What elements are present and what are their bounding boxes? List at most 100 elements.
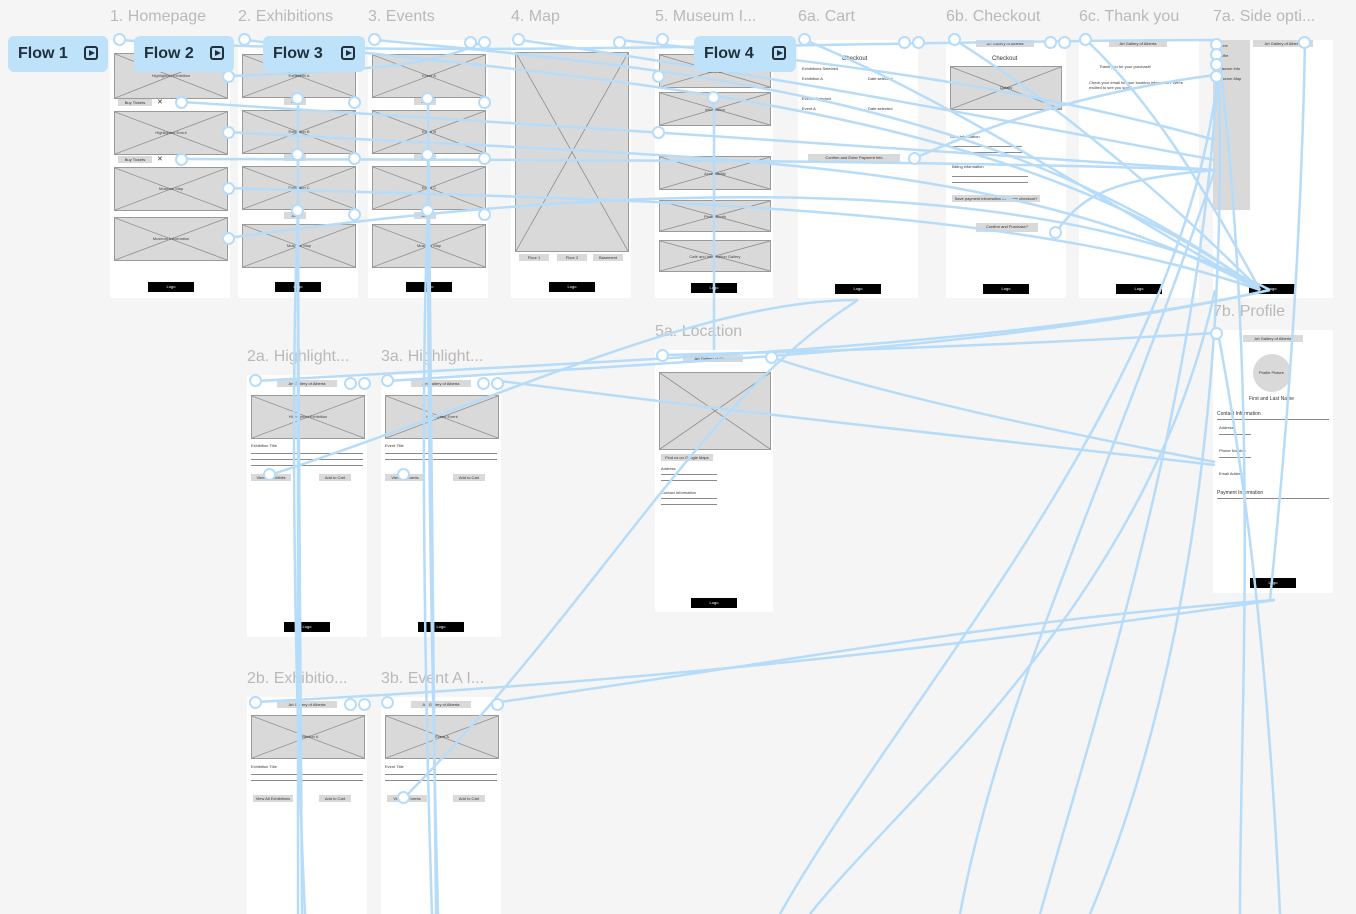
hotspot-dot[interactable] [652, 126, 665, 139]
frame-profile[interactable]: Art Gallery of Alberta Profile Picture F… [1213, 330, 1333, 593]
hotspot-dot[interactable] [175, 96, 188, 109]
frame-title-side-options[interactable]: 7a. Side opti... [1213, 8, 1316, 25]
hotspot-dot[interactable] [478, 152, 491, 165]
hotspot-dot[interactable] [491, 377, 504, 390]
frame-title-museum-info[interactable]: 5. Museum I... [655, 8, 757, 25]
frame-title-homepage[interactable]: 1. Homepage [110, 8, 207, 25]
frame-title-map[interactable]: 4. Map [511, 8, 560, 25]
hotspot-dot[interactable] [263, 468, 276, 481]
frame-museum-info[interactable]: Location Information Accessibility Photo… [655, 40, 773, 298]
hotspot-dot[interactable] [381, 374, 394, 387]
floor-2-button[interactable]: Floor 2 [557, 254, 587, 261]
hotspot-dot[interactable] [358, 377, 371, 390]
frame-highlight-event[interactable]: Art Gallery of Alberta Highlighted Event… [381, 375, 501, 637]
hotspot-dot[interactable] [249, 374, 262, 387]
hotspot-dot[interactable] [381, 696, 394, 709]
hotspot-dot[interactable] [912, 36, 925, 49]
frame-event-a[interactable]: Art Gallery of Alberta Event A Event Tit… [381, 697, 501, 914]
hotspot-dot[interactable] [1210, 327, 1223, 340]
hotspot-dot[interactable] [478, 36, 491, 49]
map-image[interactable] [515, 52, 629, 252]
hotspot-dot[interactable] [1079, 33, 1092, 46]
frame-title-location[interactable]: 5a. Location [655, 323, 743, 340]
museum-information-image[interactable]: Museum Information [114, 217, 228, 261]
frame-events[interactable]: Event A Add Event B Add Event C Add Muse… [368, 40, 488, 298]
hotspot-dot[interactable] [898, 36, 911, 49]
confirm-purchase-button[interactable]: Confirm and Purchase? [976, 223, 1038, 232]
hotspot-dot[interactable] [291, 92, 304, 105]
confirm-payment-button[interactable]: Confirm and Enter Payment Info [808, 154, 900, 162]
museum-map-image[interactable]: Museum Map [242, 224, 356, 268]
hotspot-dot[interactable] [291, 204, 304, 217]
hotspot-dot[interactable] [908, 152, 921, 165]
hotspot-dot[interactable] [368, 33, 381, 46]
hotspot-dot[interactable] [656, 33, 669, 46]
hotspot-dot[interactable] [478, 96, 491, 109]
hotspot-dot[interactable] [222, 232, 235, 245]
hotspot-dot[interactable] [344, 698, 357, 711]
hotspot-dot[interactable] [344, 377, 357, 390]
hotspot-dot[interactable] [1058, 36, 1071, 49]
hotspot-dot[interactable] [421, 204, 434, 217]
frame-title-checkout[interactable]: 6b. Checkout [946, 8, 1041, 25]
flow-2-badge[interactable]: Flow 2 [134, 36, 234, 72]
cafe-image[interactable]: Café and Information Gallery [659, 240, 771, 272]
frame-highlight-exhibition[interactable]: Art Gallery of Alberta Highlighted Exhib… [247, 375, 367, 637]
hotspot-dot[interactable] [358, 698, 371, 711]
hotspot-dot[interactable] [249, 696, 262, 709]
frame-title-exhibitions[interactable]: 2. Exhibitions [238, 8, 334, 25]
hotspot-dot[interactable] [948, 33, 961, 46]
hotspot-dot[interactable] [348, 96, 361, 109]
add-to-cart-button[interactable]: Add to Cart [453, 474, 485, 481]
flow-4-badge[interactable]: Flow 4 [694, 36, 796, 72]
hotspot-dot[interactable] [1044, 36, 1057, 49]
accessibility-image[interactable]: Accessibility [659, 156, 771, 190]
hotspot-dot[interactable] [421, 148, 434, 161]
photo-booth-image[interactable]: Photo Booth [659, 200, 771, 232]
hotspot-dot[interactable] [464, 36, 477, 49]
floor-1-button[interactable]: Floor 1 [519, 254, 549, 261]
flow-1-badge[interactable]: Flow 1 [8, 36, 108, 72]
hotspot-dot[interactable] [478, 208, 491, 221]
view-all-exhibitions-button[interactable]: View All Exhibitions [253, 795, 293, 802]
frame-exhibition-a[interactable]: Art Gallery of Alberta Exhibition A Exhi… [247, 697, 367, 914]
hotspot-dot[interactable] [175, 153, 188, 166]
basement-button[interactable]: Basement [593, 254, 623, 261]
museum-map-image[interactable]: Museum Map [114, 167, 228, 211]
hotspot-dot[interactable] [222, 182, 235, 195]
frame-location[interactable]: Art Gallery of Alberta Find us on Google… [655, 350, 773, 612]
highlighted-event-image[interactable]: Highlighted Event [114, 111, 228, 155]
frame-map[interactable]: Floor 1 Floor 2 Basement Logo [511, 40, 631, 298]
hotspot-dot[interactable] [707, 91, 720, 104]
buy-tickets-button[interactable]: Buy Tickets [118, 99, 152, 106]
hotspot-dot[interactable] [1298, 36, 1311, 49]
hotspot-dot[interactable] [1049, 226, 1062, 239]
museum-map-image[interactable]: Museum Map [372, 224, 486, 268]
hotspot-dot[interactable] [613, 36, 626, 49]
add-to-cart-button[interactable]: Add to Cart [319, 795, 351, 802]
frame-title-events[interactable]: 3. Events [368, 8, 435, 25]
flow-3-badge[interactable]: Flow 3 [263, 36, 365, 72]
google-maps-button[interactable]: Find us on Google Maps [661, 454, 713, 461]
frame-cart[interactable]: Checkout Exhibitions Selected Exhibition… [798, 40, 918, 298]
hotspot-dot[interactable] [348, 208, 361, 221]
hotspot-dot[interactable] [798, 33, 811, 46]
hotspot-dot[interactable] [656, 349, 669, 362]
hotspot-dot[interactable] [397, 468, 410, 481]
add-to-cart-button[interactable]: Add to Cart [319, 474, 351, 481]
hotspot-dot[interactable] [222, 126, 235, 139]
hotspot-dot[interactable] [397, 791, 410, 804]
frame-exhibitions[interactable]: Exhibition A Add Exhibition B Add Exhibi… [238, 40, 358, 298]
hotspot-dot[interactable] [477, 377, 490, 390]
hotspot-dot[interactable] [291, 148, 304, 161]
frame-checkout[interactable]: Art Gallery of Alberta Checkout Details … [946, 40, 1066, 298]
frame-title-highlight-exhibition[interactable]: 2a. Highlight... [247, 348, 350, 365]
hotspot-dot[interactable] [1210, 70, 1223, 83]
frame-side-options[interactable]: Art Gallery of Alberta Home Profile Muse… [1213, 40, 1333, 298]
frame-title-highlight-event[interactable]: 3a. Highlight... [381, 348, 484, 365]
hotspot-dot[interactable] [421, 92, 434, 105]
hotspot-dot[interactable] [765, 351, 778, 364]
hotspot-dot[interactable] [512, 33, 525, 46]
hotspot-dot[interactable] [348, 152, 361, 165]
